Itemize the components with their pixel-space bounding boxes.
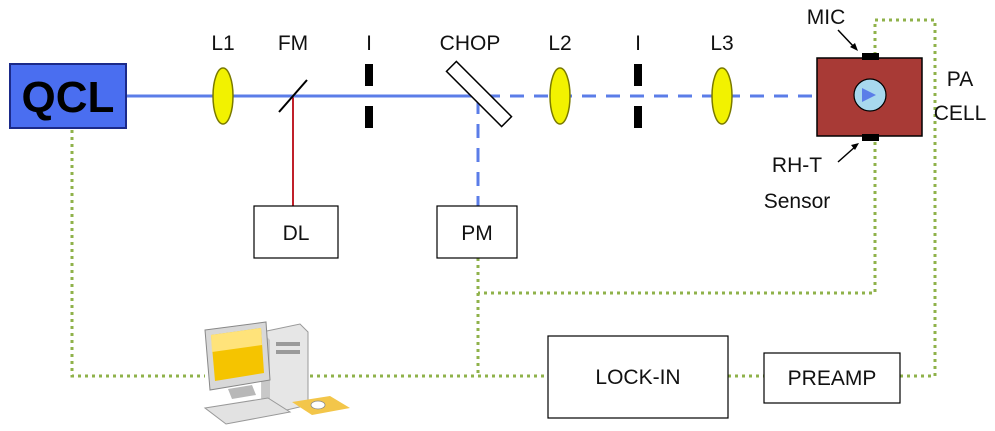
l2-label: L2 [548, 32, 571, 55]
lens-l2 [549, 67, 571, 125]
l1-label: L1 [211, 32, 234, 55]
rh-t-label-line1: RH-T [772, 154, 822, 177]
lens-l3 [711, 67, 733, 125]
iris-1-label: I [366, 32, 372, 55]
sensor-pointer-head [851, 143, 859, 150]
pa-cell-label-line2: CELL [934, 102, 987, 125]
dl-box [253, 205, 339, 259]
lens-l1 [212, 67, 234, 125]
qcl-label: QCL [22, 73, 115, 122]
rh-t-label-line2: Sensor [764, 190, 831, 213]
mic-label: MIC [807, 6, 846, 29]
dl-label: DL [283, 222, 310, 245]
iris-2-label: I [635, 32, 641, 55]
wire-preamp-to-mic [873, 18, 937, 378]
chopper [445, 60, 513, 128]
preamp-box [763, 352, 901, 404]
fm-label: FM [278, 32, 308, 55]
lock-in-box [547, 335, 729, 419]
desktop-computer-icon [203, 321, 350, 425]
flip-mirror [278, 79, 308, 113]
wire-qcl-to-computer [70, 130, 205, 378]
iris-2 [634, 64, 642, 128]
mic-pad [862, 53, 879, 60]
lock-in-label: LOCK-IN [595, 366, 680, 389]
wire-cell-to-bus [478, 142, 877, 295]
preamp-label: PREAMP [788, 367, 877, 390]
pa-cell [816, 53, 923, 141]
chop-label: CHOP [440, 32, 501, 55]
sensor-pointer [837, 145, 857, 163]
signal-wiring [70, 18, 937, 378]
beam-arrowhead-icon [862, 88, 876, 102]
qcl-source: QCL [9, 63, 127, 129]
l3-label: L3 [710, 32, 733, 55]
rh-t-sensor-pad [862, 134, 879, 141]
iris-1 [365, 64, 373, 128]
mic-pointer [837, 29, 856, 49]
pm-label: PM [461, 222, 493, 245]
pa-cell-label-line1: PA [947, 68, 973, 91]
mic-pointer-head [850, 43, 858, 51]
pm-box [436, 205, 518, 259]
